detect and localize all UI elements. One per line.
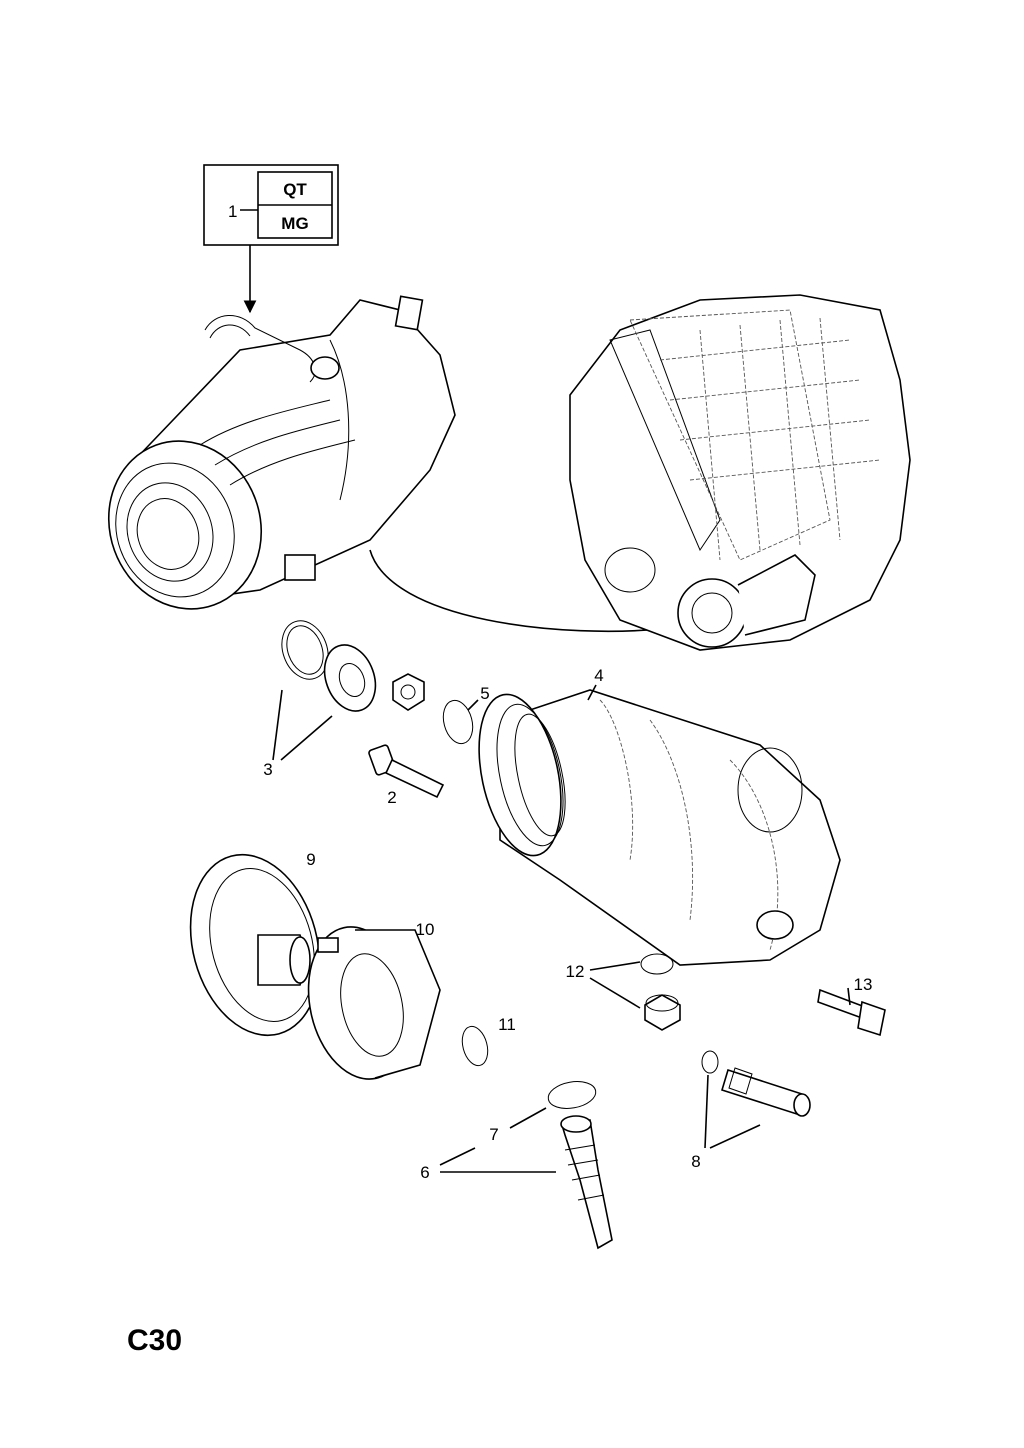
callout-8: 8 [691,1152,700,1171]
part-8-o-ring [701,1050,719,1074]
part-12-plug [644,994,681,1031]
callout-13: 13 [854,975,873,994]
callout-2: 2 [387,788,396,807]
callout-6: 6 [420,1163,429,1182]
part-nut [392,673,425,711]
code-qt: QT [283,180,307,199]
part-11-circlip [461,1025,489,1067]
callout-7: 7 [489,1125,498,1144]
callout-10: 10 [416,920,435,939]
part-6-valve [560,1115,613,1250]
page-id: C30 [127,1324,182,1357]
code-box: 1 QT MG [203,164,339,314]
part-10-coil [307,926,441,1080]
part-4-compressor [478,689,841,966]
callout-1: 1 [228,202,237,221]
code-mg: MG [281,214,308,233]
callout-9: 9 [306,850,315,869]
callout-12: 12 [566,962,585,981]
part-13-bolt [817,988,886,1037]
callout-3: 3 [263,760,272,779]
part-7-circlip [547,1081,597,1109]
part-9-clutch-plate [189,853,321,1037]
callout-4: 4 [594,666,603,685]
part-8-sensor [721,1067,811,1117]
callout-labels: 2 3 4 5 6 7 8 9 10 11 12 13 [263,666,872,1182]
part-2-bolt [368,744,445,799]
part-3-bearing [323,644,377,712]
callout-5: 5 [480,684,489,703]
compressor-assembly-illustration [107,295,456,610]
part-12-o-ring [640,953,674,975]
callout-11: 11 [498,1015,516,1034]
part-5-circlip [442,699,474,745]
leader-lines [272,684,851,1173]
engine-illustration [569,294,911,651]
part-3-snap-ring [281,620,329,680]
